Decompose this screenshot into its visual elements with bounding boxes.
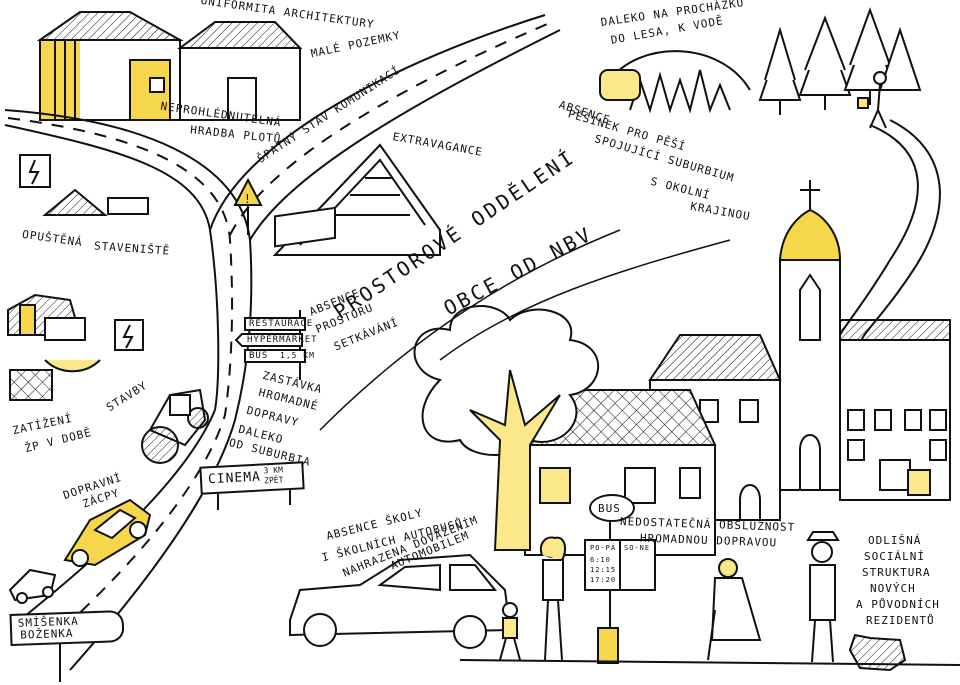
sign-hypermarket: Hypermarket bbox=[247, 335, 318, 345]
forest bbox=[599, 7, 922, 115]
church bbox=[778, 180, 951, 501]
walker-figure bbox=[857, 71, 887, 129]
bench-figures bbox=[879, 459, 931, 496]
timetable-row-2: 12:15 bbox=[590, 566, 617, 574]
small-car bbox=[8, 568, 57, 604]
tractor bbox=[141, 388, 209, 464]
ground-line bbox=[459, 659, 960, 666]
label-social-2: sociální bbox=[864, 550, 925, 563]
footpath bbox=[834, 124, 919, 346]
cinema-sign-label: Cinema bbox=[207, 469, 262, 488]
separation-line bbox=[319, 229, 621, 431]
abandoned-construction bbox=[19, 154, 149, 216]
yellow-car bbox=[63, 498, 152, 567]
parked-car bbox=[289, 553, 512, 649]
construction-site bbox=[7, 293, 144, 401]
label-social-5: a původních bbox=[856, 598, 940, 611]
elderly-man-figure bbox=[806, 531, 840, 663]
woman-figure bbox=[539, 536, 567, 661]
label-social-1: Odlišná bbox=[868, 534, 922, 547]
direction-signpost bbox=[234, 310, 306, 380]
dog-figure bbox=[848, 633, 907, 672]
label-social-4: nových bbox=[870, 582, 916, 595]
sign-restaurace: Restaurace bbox=[249, 319, 314, 329]
sign-bus: Bus bbox=[249, 351, 269, 361]
timetable-row-1: 6:10 bbox=[590, 556, 611, 564]
elderly-woman-figure bbox=[707, 558, 762, 661]
child-figure bbox=[499, 602, 521, 661]
cinema-sign: Cinema 3 km zpět bbox=[199, 461, 305, 495]
bus-stop bbox=[584, 494, 656, 664]
timetable-header-2: So-Ne bbox=[624, 544, 651, 552]
large-tree bbox=[413, 305, 600, 551]
timetable-header-1: Po-Pá bbox=[590, 544, 617, 552]
svg-text:!: ! bbox=[245, 192, 250, 206]
shop-sign-line-2: Boženka bbox=[19, 626, 74, 642]
timetable-row-3: 17:20 bbox=[590, 576, 617, 584]
warning-sign-icon: ! bbox=[233, 177, 263, 235]
bus-stop-sign-label: Bus bbox=[598, 502, 621, 515]
label-social-3: struktura bbox=[862, 566, 931, 579]
cinema-sign-distance: 3 km bbox=[263, 465, 284, 476]
house-row bbox=[36, 11, 303, 121]
cinema-sign-direction: zpět bbox=[263, 475, 284, 486]
shop-sign: Smíšenka Boženka bbox=[9, 610, 125, 646]
sign-bus-distance: 1,5 km bbox=[280, 351, 315, 360]
a-frame-house bbox=[272, 143, 441, 256]
label-social-6: rezidentů bbox=[866, 614, 935, 627]
